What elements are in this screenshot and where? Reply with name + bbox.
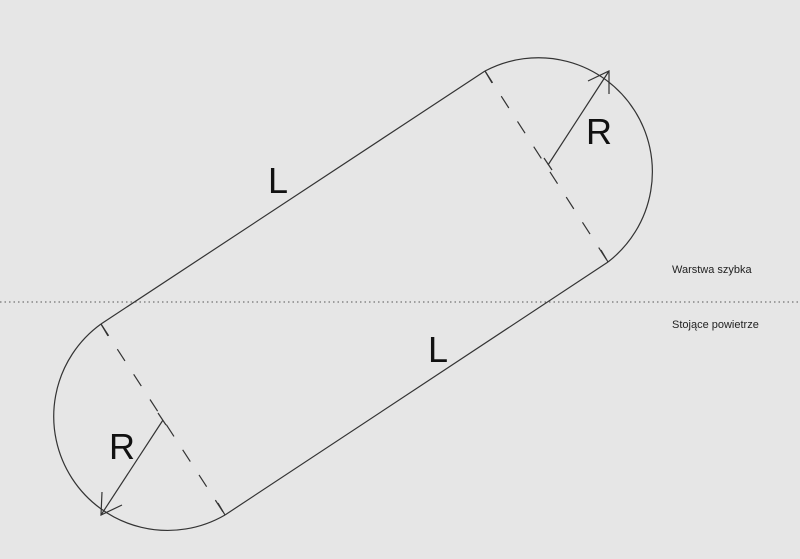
- layer-label-still-air: Stojące powietrze: [672, 319, 759, 331]
- bottom-radius-arrow: [100, 412, 167, 516]
- radius-label-bottom: R: [109, 426, 135, 467]
- layer-label-fast: Warstwa szybka: [672, 264, 752, 276]
- bottom-dashed-diameter: [100, 323, 226, 516]
- top-dashed-diameter: [484, 70, 609, 263]
- bottom-left-arc: [53, 323, 226, 532]
- top-right-arc: [484, 57, 653, 263]
- length-label-top: L: [268, 160, 289, 201]
- length-label-bottom: L: [428, 329, 449, 370]
- bottom-straight-side: [224, 261, 609, 516]
- top-straight-side: [100, 70, 486, 325]
- radius-label-top: R: [586, 111, 612, 152]
- top-radius-arrow: [543, 70, 610, 171]
